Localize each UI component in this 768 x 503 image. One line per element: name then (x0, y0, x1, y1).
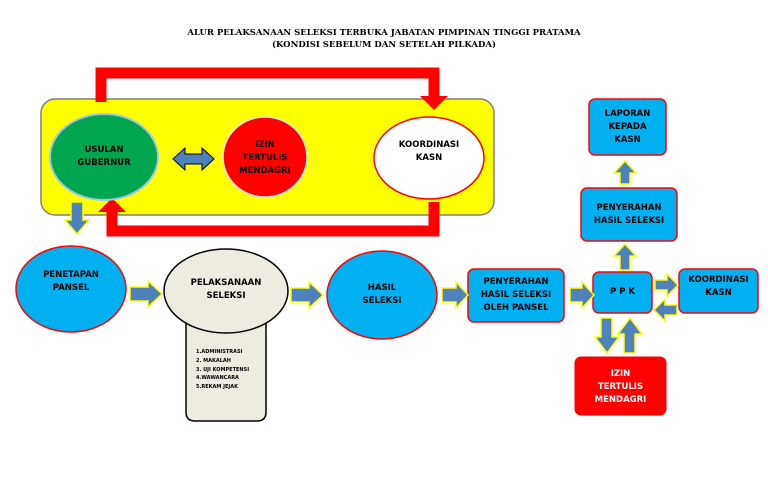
seleksi-step: 4.WAWANCARA (196, 375, 239, 382)
ppk-node (592, 271, 653, 314)
arrow-up-ppk (612, 242, 638, 271)
arrow-down-usulan (63, 201, 91, 236)
arrow-right-2 (290, 280, 325, 310)
loop-connector-bottom (106, 202, 440, 237)
izin-top-line1: IZIN (255, 139, 275, 150)
loop-connector-top (95, 67, 440, 102)
usulan-label-line2: GUBERNUR (77, 158, 131, 168)
arrow-kasn-to-ppk (652, 297, 678, 323)
seleksi-steps-list: 1.ADMINISTRASI 2. MAKALAH 3. UJI KOMPETE… (196, 348, 260, 392)
izin-top-line3: MENDAGRI (239, 165, 291, 176)
bidirectional-arrow (172, 146, 215, 172)
diagram-subtitle: (KONDISI SEBELUM DAN SETELAH PILKADA) (272, 40, 496, 50)
koordinasi-top-label: KOORDINASI KASN (374, 136, 484, 168)
laporan-line2: KEPADA (608, 121, 647, 132)
seleksi-step: 2. MAKALAH (196, 357, 231, 364)
penyerahan-pansel-line3: OLEH PANSEL (483, 303, 549, 313)
izin-bottom-label: IZIN TERTULIS MENDAGRI (574, 358, 667, 416)
penyerahan-hasil-line2: HASIL SELEKSI (593, 215, 665, 226)
arrow-right-3 (441, 280, 470, 310)
koordinasi-right-line2: KASN (705, 288, 732, 298)
izin-bottom-line1: IZIN (610, 368, 631, 379)
hasil-line2: SELEKSI (362, 296, 402, 306)
penyerahan-hasil-label: PENYERAHAN HASIL SELEKSI (581, 188, 677, 241)
laporan-line1: LAPORAN (604, 108, 651, 119)
hasil-label: HASIL SELEKSI (327, 279, 437, 311)
penetapan-line1: PENETAPAN (43, 270, 99, 280)
seleksi-step: 5.REKAM JEJAK (196, 384, 238, 391)
penyerahan-pansel-label: PENYERAHAN HASIL SELEKSI OLEH PANSEL (468, 269, 564, 322)
arrow-right-1 (129, 279, 164, 309)
koordinasi-right-line1: KOORDINASI (688, 275, 749, 285)
penetapan-line2: PANSEL (52, 283, 90, 293)
arrow-right-4 (569, 280, 596, 310)
usulan-label-line1: USULAN (84, 145, 124, 155)
loop-arrowhead-bottom (98, 198, 126, 212)
arrow-izin-to-ppk (616, 316, 644, 354)
arrow-ppk-to-izin (593, 317, 621, 355)
izin-bottom-line3: MENDAGRI (594, 394, 647, 405)
penyerahan-pansel-line2: HASIL SELEKSI (480, 290, 552, 300)
arrow-up-penyerahan (612, 159, 638, 185)
pelaksanaan-seleksi-node (163, 248, 289, 334)
pelaksanaan-label: PELAKSANAAN SELEKSI (164, 274, 288, 306)
koordinasi-top-line1: KOORDINASI (398, 140, 460, 150)
usulan-gubernur-node (49, 113, 159, 201)
laporan-kasn-node (588, 98, 667, 156)
penyerahan-hasil-line1: PENYERAHAN (596, 202, 662, 213)
koordinasi-kasn-right-node (678, 268, 759, 314)
penetapan-label: PENETAPAN PANSEL (16, 266, 126, 298)
seleksi-step: 1.ADMINISTRASI (196, 349, 243, 355)
penyerahan-pansel-line1: PENYERAHAN (483, 277, 549, 287)
penetapan-pansel-node (15, 245, 127, 333)
izin-top-label: IZIN TERTULIS MENDAGRI (223, 130, 307, 186)
izin-bottom-line2: TERTULIS (597, 381, 644, 392)
koordinasi-kasn-top-node (373, 116, 485, 200)
diagram-title: ALUR PELAKSANAAN SELEKSI TERBUKA JABATAN… (187, 28, 581, 38)
pelaksanaan-seleksi-tab (185, 319, 267, 422)
hasil-seleksi-node (326, 250, 438, 340)
koordinasi-top-line2: KASN (415, 153, 443, 163)
loop-arrowhead-top (420, 96, 448, 110)
pelaksanaan-line1: PELAKSANAAN (190, 278, 262, 288)
hasil-line1: HASIL (367, 283, 397, 293)
seleksi-step: 3. UJI KOMPETENSI (196, 366, 250, 373)
laporan-label: LAPORAN KEPADA KASN (589, 99, 666, 155)
laporan-line3: KASN (614, 134, 641, 145)
izin-mendagri-bottom-node (573, 355, 668, 417)
usulan-gubernur-label: USULAN GUBERNUR (50, 132, 158, 182)
pelaksanaan-line2: SELEKSI (206, 291, 246, 301)
arrow-ppk-to-kasn (654, 272, 680, 298)
izin-top-line2: TERTULIS (242, 152, 288, 163)
ppk-label: P P K (593, 272, 652, 313)
koordinasi-right-label: KOORDINASI KASN (679, 269, 758, 305)
penyerahan-hasil-node (580, 187, 678, 242)
izin-mendagri-top-node (222, 116, 308, 198)
ppk-text: P P K (610, 287, 635, 297)
